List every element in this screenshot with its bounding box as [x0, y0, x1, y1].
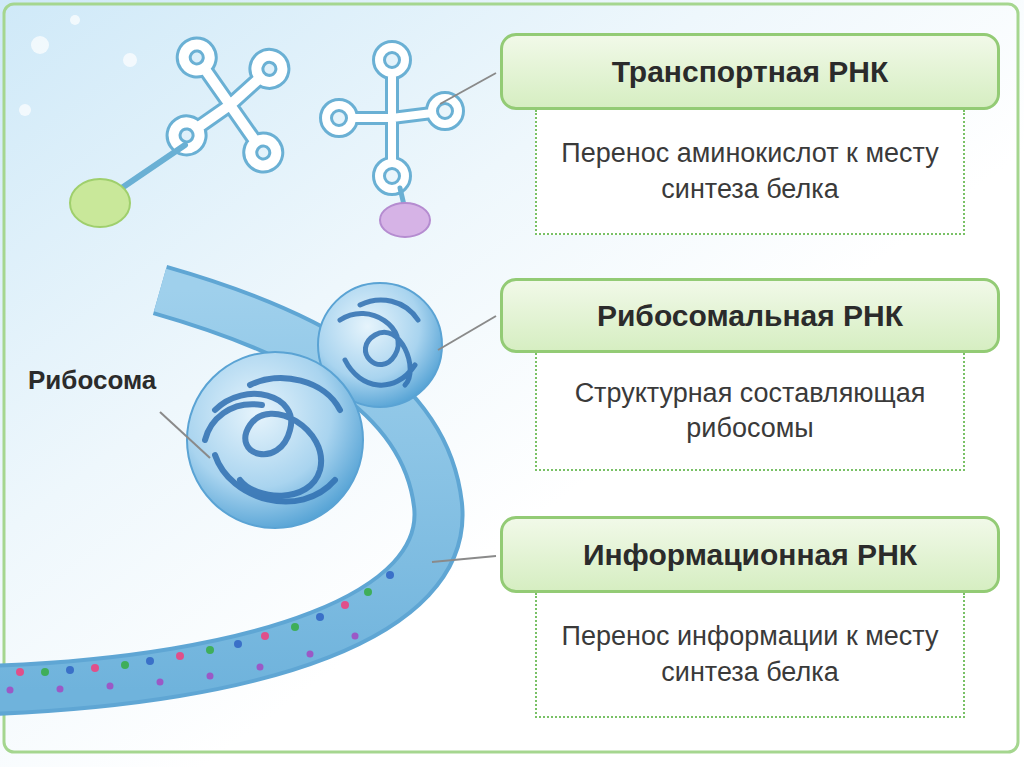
- leader-line: [440, 73, 496, 104]
- rna-card: Информационная РНКПеренос информации к м…: [500, 516, 1000, 718]
- leader-line: [438, 316, 496, 350]
- leader-line: [160, 412, 210, 458]
- part-label: Рибосома: [28, 365, 156, 396]
- nucleotide: [157, 679, 164, 686]
- frame: [4, 4, 1018, 752]
- nucleotide: [261, 632, 269, 640]
- nucleotide: [257, 664, 264, 671]
- rrna-ribbon: [340, 300, 418, 385]
- leader-line: [432, 556, 496, 562]
- trna-molecule: [135, 9, 325, 201]
- nucleotide: [234, 640, 242, 648]
- nucleotide: [16, 668, 24, 676]
- rna-description: Перенос информации к месту синтеза белка: [535, 593, 965, 718]
- rna-heading: Информационная РНК: [500, 516, 1000, 593]
- nucleotide: [207, 673, 214, 680]
- nucleotide: [341, 601, 349, 609]
- trna-outline: [135, 9, 325, 201]
- rna-description: Структурная составляющая рибосомы: [535, 353, 965, 471]
- bubble: [31, 36, 49, 54]
- amino-acid: [70, 179, 130, 227]
- nucleotide: [7, 687, 14, 694]
- large-subunit: [187, 352, 363, 528]
- nucleotide: [352, 633, 359, 640]
- rna-heading: Транспортная РНК: [500, 33, 1000, 110]
- rna-description: Перенос аминокислот к месту синтеза белк…: [535, 110, 965, 235]
- rna-heading: Рибосомальная РНК: [500, 278, 1000, 353]
- rna-card: Транспортная РНКПеренос аминокислот к ме…: [500, 33, 1000, 235]
- nucleotide: [386, 571, 394, 579]
- nucleotide: [364, 588, 372, 596]
- nucleotide: [307, 651, 314, 658]
- nucleotide: [107, 683, 114, 690]
- bubble: [123, 53, 137, 67]
- rrna-ribbon: [205, 378, 340, 501]
- nucleotide: [66, 666, 74, 674]
- leader-lines: [160, 73, 496, 562]
- bubbles: [19, 15, 137, 116]
- nucleotide: [41, 668, 49, 676]
- bubble: [19, 104, 31, 116]
- nucleotide: [206, 646, 214, 654]
- rna-card: Рибосомальная РНКСтруктурная составляюща…: [500, 278, 1000, 471]
- trna-inner: [326, 47, 458, 189]
- nucleotides: [7, 571, 395, 694]
- trna-outline: [326, 47, 458, 189]
- nucleotide: [121, 661, 129, 669]
- trna-molecule: [326, 47, 458, 189]
- amino-acid: [380, 203, 430, 237]
- bubble: [70, 15, 80, 25]
- trna-inner: [135, 9, 325, 201]
- nucleotide: [57, 686, 64, 693]
- nucleotide: [91, 664, 99, 672]
- nucleotide: [176, 652, 184, 660]
- nucleotide: [291, 623, 299, 631]
- nucleotide: [316, 613, 324, 621]
- nucleotide: [146, 657, 154, 665]
- ribosome: [187, 283, 442, 528]
